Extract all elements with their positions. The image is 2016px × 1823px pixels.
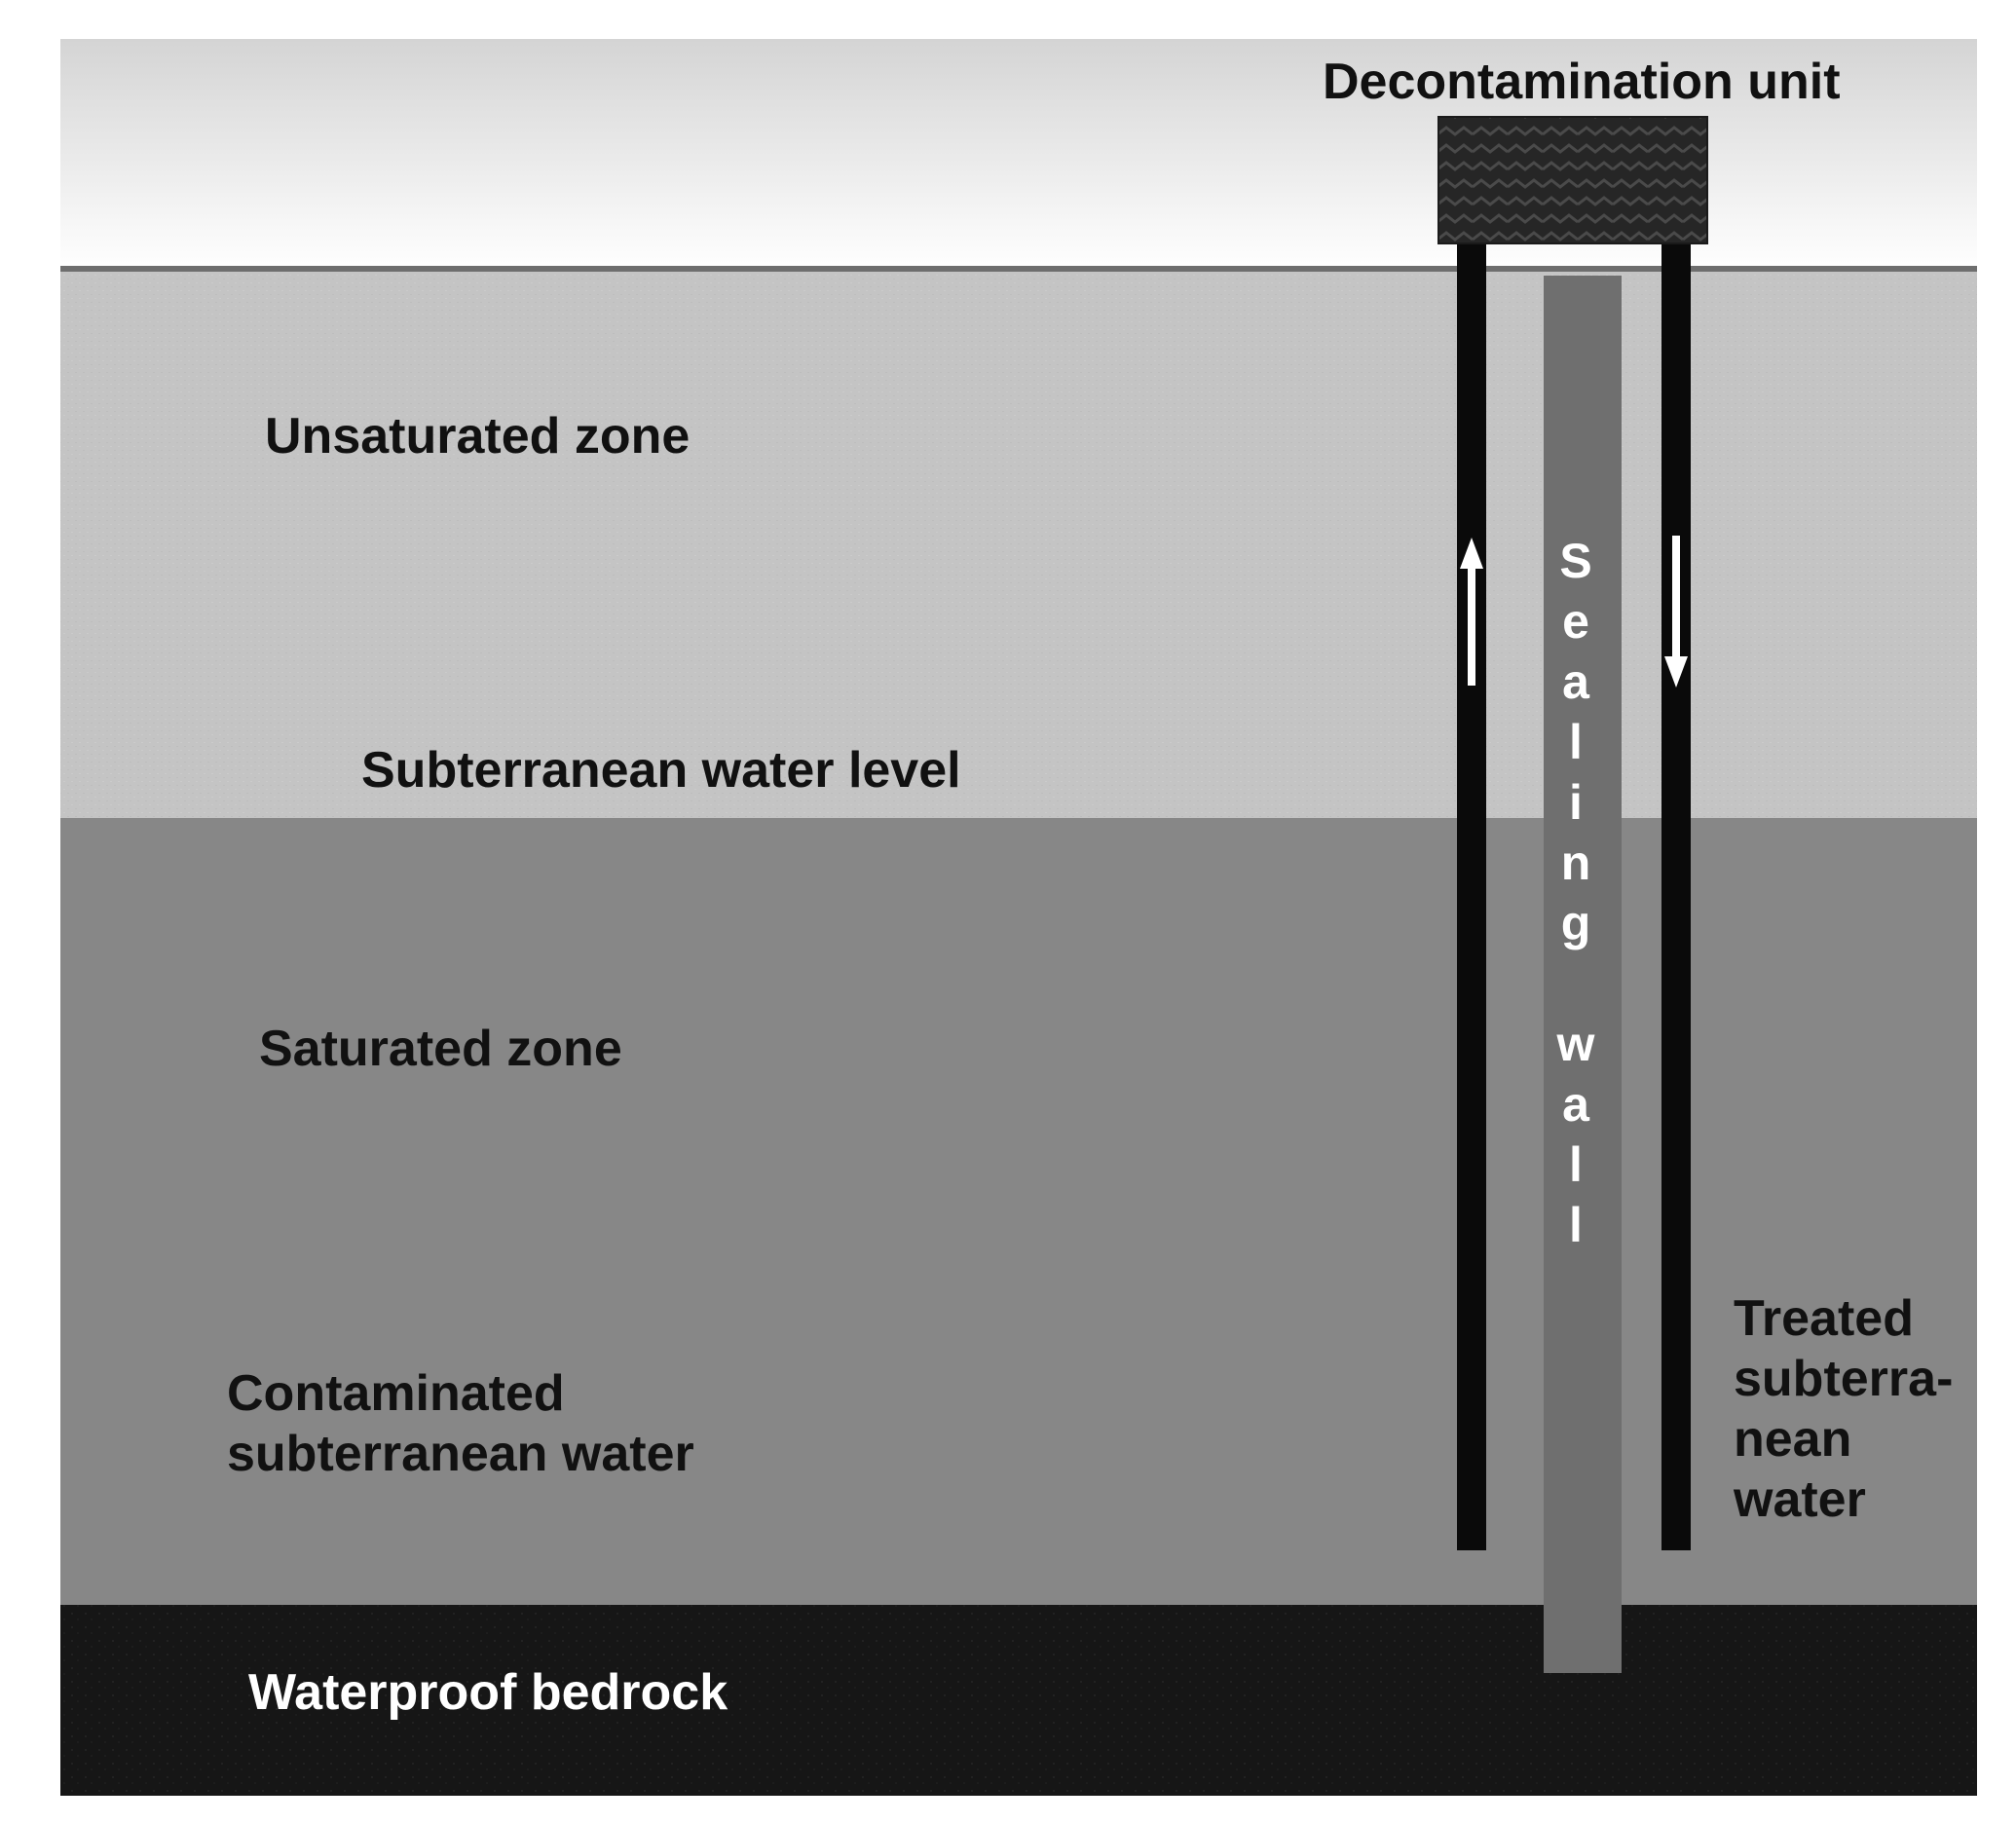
bedrock-label: Waterproof bedrock — [248, 1664, 728, 1721]
sealing-wall — [1544, 276, 1622, 1673]
extraction-pipe — [1457, 240, 1486, 1550]
sealing-wall-label: S e a l i n g w a l l — [1556, 534, 1595, 1252]
decontamination-unit-box — [1437, 116, 1708, 244]
unsaturated-zone-layer — [60, 272, 1977, 818]
water-level-label: Subterranean water level — [361, 742, 961, 799]
reinjection-pipe — [1661, 240, 1691, 1550]
saturated-zone-label: Saturated zone — [259, 1021, 622, 1077]
unsaturated-zone-label: Unsaturated zone — [265, 408, 691, 465]
contaminated-water-label: Contaminated subterranean water — [227, 1365, 694, 1482]
ground-surface-line — [60, 266, 1977, 272]
decontamination-unit-label: Decontamination unit — [1323, 54, 1841, 110]
up-arrow-icon — [1460, 538, 1483, 686]
treated-water-label: Treated subterra- nean water — [1734, 1290, 1954, 1528]
down-arrow-icon — [1664, 536, 1688, 688]
saturated-zone-layer — [60, 818, 1977, 1605]
bedrock-layer — [60, 1605, 1977, 1796]
